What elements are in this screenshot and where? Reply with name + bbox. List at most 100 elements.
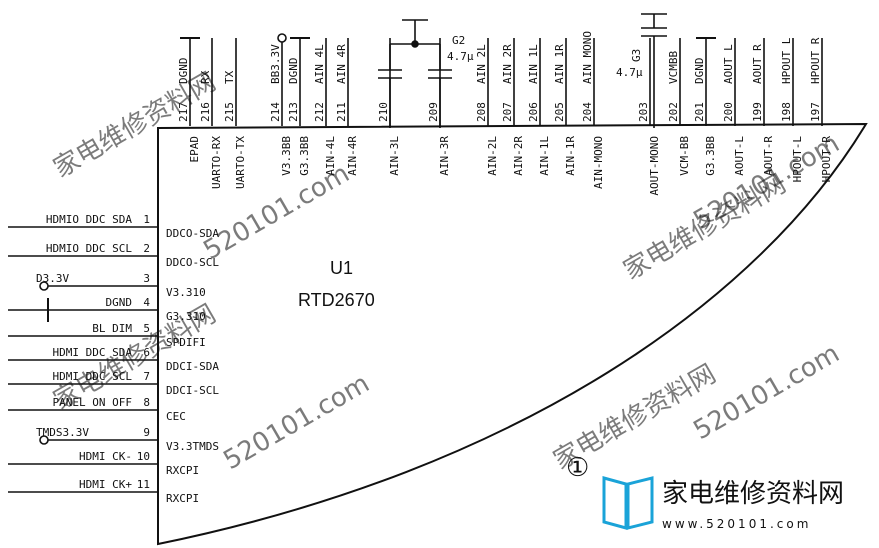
top-pin-function: AIN-2L — [486, 136, 499, 176]
top-pin-function: G3.3BB — [298, 136, 311, 176]
top-pin-net: RX — [199, 70, 212, 84]
top-pin-number: 202 — [667, 102, 680, 122]
top-pin-net: AIN 2L — [475, 44, 488, 84]
top-pin-net: DGND — [287, 58, 300, 85]
top-pin-number: 204 — [581, 102, 594, 122]
watermark-domain: 520101.com — [219, 369, 375, 477]
top-pin-function: VCM-BB — [678, 136, 691, 176]
top-pin-net: AIN 4R — [335, 44, 348, 84]
power-terminal — [277, 33, 287, 43]
top-pin-number: 209 — [427, 102, 440, 122]
top-pin-number: 206 — [527, 102, 540, 122]
top-pin-function: AOUT-MONO — [648, 136, 661, 196]
chip-reference: U1 — [330, 258, 353, 278]
top-pin-function: AIN-1L — [538, 136, 551, 176]
top-pin-number: 199 — [751, 102, 764, 122]
left-pin-net: HDMI DDC SCL — [53, 370, 133, 383]
left-pin-number: 5 — [143, 322, 150, 335]
top-pin-number: 211 — [335, 102, 348, 122]
left-pin-number: 8 — [143, 396, 150, 409]
watermark-text: 家电维修资料网 — [49, 67, 222, 184]
left-pin-number: 1 — [143, 213, 150, 226]
top-pin-function: AIN-2R — [512, 136, 525, 176]
top-pin-function: AIN-MONO — [592, 136, 605, 189]
cap-g2-value: 4.7μ — [447, 50, 474, 63]
top-pin-number: 200 — [722, 102, 735, 122]
top-pin-group: 217DGNDEPAD216RXUARTO-RX215TXUARTO-TX214… — [177, 31, 833, 196]
top-pin-function: AIN-4R — [346, 136, 359, 176]
top-pin-net: VCMBB — [667, 51, 680, 84]
top-pin-function: AIN-1R — [564, 136, 577, 176]
top-pin-net: DGND — [693, 58, 706, 85]
left-pin-net: D3.3V — [36, 272, 69, 285]
top-pin-function: G3.3BB — [704, 136, 717, 176]
capacitor-g3 — [641, 13, 667, 128]
top-pin-function: HPOUT-R — [820, 136, 833, 183]
top-pin-number: 210 — [377, 102, 390, 122]
left-pin-net: DGND — [106, 296, 133, 309]
watermark-domain: 520101.com — [689, 339, 845, 447]
left-pin-net: PANEL ON OFF — [53, 396, 132, 409]
top-pin-net: AOUT L — [722, 44, 735, 84]
top-pin-function: AOUT-L — [733, 136, 746, 176]
cap-g3-ref: G3 — [630, 49, 643, 62]
top-pin-net: AIN 2R — [501, 44, 514, 84]
top-pin-number: 213 — [287, 102, 300, 122]
left-pin-number: 7 — [143, 370, 150, 383]
top-pin-function: EPAD — [188, 136, 201, 163]
left-pin-net: HDMI CK- — [79, 450, 132, 463]
top-pin-net: AIN 1L — [527, 44, 540, 84]
left-pin-net: HDMIO DDC SDA — [46, 213, 132, 226]
left-pin-function: DDCO-SCL — [166, 256, 219, 269]
section-marker: ① — [566, 453, 589, 483]
top-pin-number: 207 — [501, 102, 514, 122]
top-pin-function: AOUT-R — [762, 136, 775, 176]
top-pin-net: DGND — [177, 58, 190, 85]
left-pin-number: 4 — [143, 296, 150, 309]
chip-part-number: RTD2670 — [298, 290, 375, 310]
top-pin-number: 205 — [553, 102, 566, 122]
left-pin-function: V3.310 — [166, 286, 206, 299]
left-pin-number: 6 — [143, 346, 150, 359]
cap-g3-value: 4.7μ — [616, 66, 643, 79]
top-pin-net: BB3.3V — [269, 44, 282, 84]
left-pin-net: TMDS3.3V — [36, 426, 89, 439]
top-pin-number: 212 — [313, 102, 326, 122]
left-pin-net: HDMIO DDC SCL — [46, 242, 132, 255]
top-pin-function: HPOUT-L — [791, 136, 804, 183]
top-pin-function: UARTO-TX — [234, 136, 247, 189]
top-pin-function: UARTO-RX — [210, 136, 223, 189]
top-pin-number: 203 — [637, 102, 650, 122]
left-pin-function: CEC — [166, 410, 186, 423]
left-pin-number: 9 — [143, 426, 150, 439]
top-pin-net: TX — [223, 70, 236, 84]
left-pin-function: DDCI-SCL — [166, 384, 219, 397]
site-logo: 家电维修资料网 www.520101.com — [602, 476, 844, 531]
top-pin-number: 197 — [809, 102, 822, 122]
book-icon — [602, 476, 654, 530]
left-pin-function: DDCO-SDA — [166, 227, 219, 240]
left-pin-net: HDMI CK+ — [79, 478, 132, 491]
left-pin-number: 10 — [137, 450, 150, 463]
top-pin-function: AIN-3L — [388, 136, 401, 176]
top-pin-number: 217 — [177, 102, 190, 122]
top-pin-net: AOUT R — [751, 44, 764, 84]
top-pin-number: 214 — [269, 102, 282, 122]
left-pin-number: 3 — [143, 272, 150, 285]
left-pin-net: BL DIM — [92, 322, 132, 335]
left-pin-function: RXCPI — [166, 464, 199, 477]
capacitor-g2 — [378, 19, 452, 128]
logo-url: www.520101.com — [662, 517, 811, 531]
top-pin-function: V3.3BB — [280, 136, 293, 176]
top-pin-net: AIN 1R — [553, 44, 566, 84]
left-pin-net: HDMI DDC SDA — [53, 346, 133, 359]
chip-outline — [157, 122, 868, 546]
left-pin-function: V3.3TMDS — [166, 440, 219, 453]
left-pin-function: G3.310 — [166, 310, 206, 323]
top-pin-net: HPOUT R — [809, 37, 822, 84]
top-pin-net: HPOUT L — [780, 37, 793, 84]
cap-g2-ref: G2 — [452, 34, 465, 47]
top-pin-net: AIN 4L — [313, 44, 326, 84]
top-pin-number: 216 — [199, 102, 212, 122]
